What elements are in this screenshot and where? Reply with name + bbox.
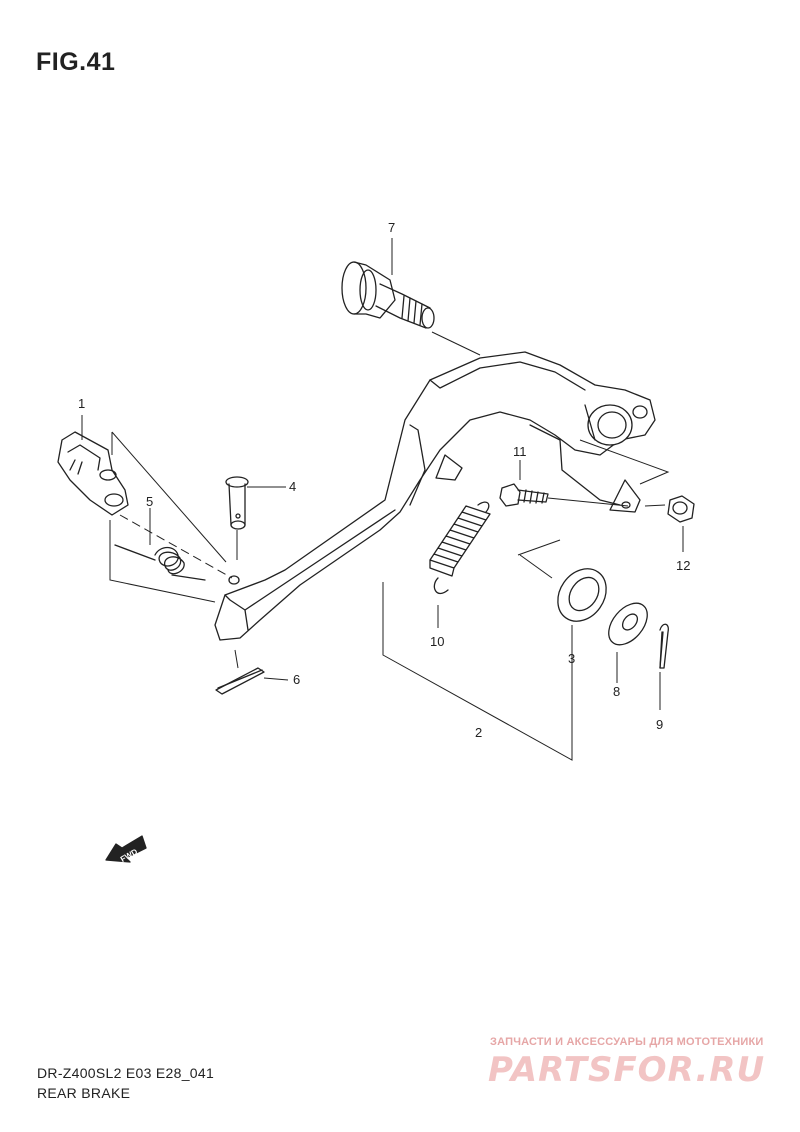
callout-4: 4 [289,479,296,494]
part-5-torsion-spring [114,544,206,581]
part-7-pivot-bolt [341,261,435,329]
figure-title: FIG.41 [36,48,116,76]
callout-2: 2 [475,725,482,740]
part-2-brake-pedal [214,351,656,641]
callout-12: 12 [676,558,690,573]
part-3-dust-seal [557,568,607,622]
part-10-return-spring [429,501,491,595]
callout-1: 1 [78,396,85,411]
callout-5: 5 [146,494,153,509]
part-6-cotter-pin [215,667,265,695]
part-4-pin [225,476,249,530]
diagram-name: REAR BRAKE [37,1085,131,1101]
callout-11: 11 [513,444,527,459]
callout-6: 6 [293,672,300,687]
part-8-washer [608,602,648,646]
callout-9: 9 [656,717,663,732]
watermark-tagline: ЗАПЧАСТИ И АКСЕССУАРЫ ДЛЯ МОТОТЕХНИКИ [490,1036,764,1048]
part-9-cotter-pin [659,623,669,669]
part-12-nut [667,495,695,523]
callouts: 1 2 3 4 5 6 7 8 9 10 11 12 FWD [78,220,690,864]
callout-10: 10 [430,634,444,649]
fwd-arrow-icon [105,835,147,863]
part-1-clevis [57,431,129,516]
callout-7: 7 [388,220,395,235]
callout-3: 3 [568,651,575,666]
callout-8: 8 [613,684,620,699]
watermark-logo: PARTSFOR.RU [488,1050,766,1090]
model-code: DR-Z400SL2 E03 E28_041 [37,1065,215,1081]
part-11-bolt [499,483,549,507]
leader-lines [81,238,684,761]
